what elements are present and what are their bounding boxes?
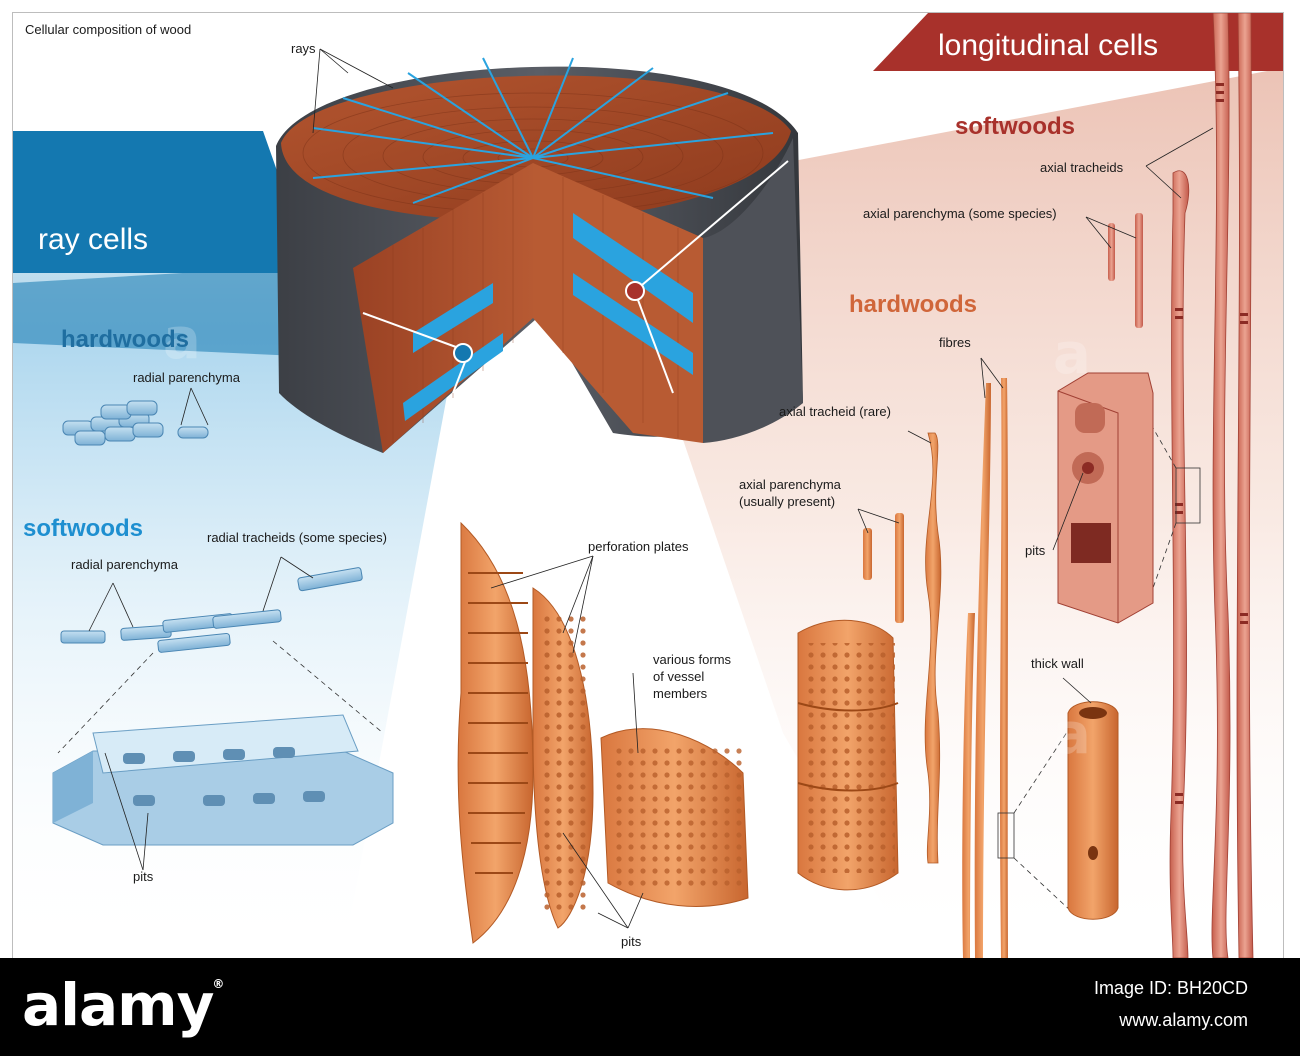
diagram-frame: a a a Cellular composition of wood rays … xyxy=(12,12,1284,959)
longitudinal-cells-marker xyxy=(625,160,789,394)
radial-tracheids-label: radial tracheids (some species) xyxy=(207,530,387,545)
svg-text:a: a xyxy=(1053,702,1091,767)
leader-lines xyxy=(88,48,1214,929)
stock-footer-bar: alamy® Image ID: BH20CD www.alamy.com xyxy=(0,958,1300,1056)
diagram-title: Cellular composition of wood xyxy=(25,22,192,37)
axial-tracheid-rare-label: axial tracheid (rare) xyxy=(779,404,891,419)
vessel-forms-label-3: members xyxy=(653,686,708,701)
perforation-plates-label: perforation plates xyxy=(588,539,689,554)
vessel-pits-label: pits xyxy=(621,934,642,949)
ray-softwoods-heading: softwoods xyxy=(23,515,143,542)
longitudinal-softwoods-heading: softwoods xyxy=(955,113,1075,140)
vessel-members xyxy=(457,521,899,944)
watermark-marks: a a a xyxy=(163,307,1091,767)
longitudinal-pits-label: pits xyxy=(1025,543,1046,558)
axial-parenchyma-softwood-label: axial parenchyma (some species) xyxy=(863,206,1057,221)
thick-wall-label: thick wall xyxy=(1031,656,1084,671)
ray-hardwoods-radial-parenchyma-label: radial parenchyma xyxy=(133,370,240,385)
svg-text:a: a xyxy=(1053,322,1091,387)
ray-pits-label: pits xyxy=(133,869,154,884)
axial-tracheids-label: axial tracheids xyxy=(1040,160,1124,175)
ray-tracheid-enlarged xyxy=(52,714,394,846)
ray-cells-marker xyxy=(362,312,473,394)
longitudinal-cells-heading: longitudinal cells xyxy=(938,29,1159,62)
ray-cells-heading: ray cells xyxy=(38,223,149,256)
fibres-label: fibres xyxy=(939,335,971,350)
longitudinal-cells-banner xyxy=(873,13,1283,71)
image-id: Image ID: BH20CD xyxy=(1093,978,1248,998)
ray-cells-banner xyxy=(13,131,263,273)
radial-parenchyma-hardwood-cells xyxy=(62,400,209,446)
vessel-forms-label-1: various forms xyxy=(653,652,732,667)
axial-parenchyma-hardwood-label-2: (usually present) xyxy=(739,494,836,509)
vessel-forms-label-2: of vessel xyxy=(653,669,705,684)
ray-softwoods-radial-parenchyma-label: radial parenchyma xyxy=(71,557,178,572)
svg-text:a: a xyxy=(163,307,201,372)
radial-softwood-cells xyxy=(60,567,363,653)
wood-illustration: a a a xyxy=(13,13,1283,958)
rays-label: rays xyxy=(291,41,316,56)
ray-hardwoods-heading: hardwoods xyxy=(61,326,190,353)
wood-log xyxy=(276,57,803,453)
axial-parenchyma-hardwood-label-1: axial parenchyma xyxy=(739,477,841,492)
longitudinal-hardwoods-heading: hardwoods xyxy=(849,291,978,318)
alamy-logo: alamy® xyxy=(22,971,224,1039)
softwood-longitudinal-cells xyxy=(1057,13,1254,958)
hardwood-longitudinal-cells xyxy=(863,378,1119,958)
site-url: www.alamy.com xyxy=(1119,1010,1248,1030)
